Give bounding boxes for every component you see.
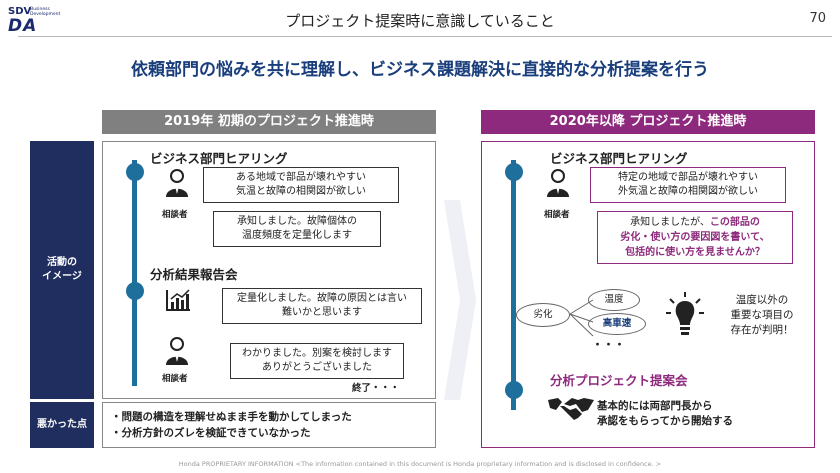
slide-subtitle: 依頼部門の悩みを共に理解し、ビジネス課題解決に直接的な分析提案を行う [131,60,709,80]
handshake-icon [548,398,594,420]
person-label: 相談者 [162,210,188,220]
factor-more-dots: ・・・ [592,338,625,351]
speech-bubble-request: ある地域で部品が壊れやすい 気温と故障の相関図が欲しい [203,167,399,203]
factor-oval-high-speed: 高車速 [588,313,646,335]
person-icon [166,169,188,197]
factor-oval-temperature: 温度 [588,289,640,311]
right-timeline [511,160,516,410]
speech-bubble-request: 特定の地域で部品が壊れやすい 外気温と故障の相関図が欲しい [590,167,786,203]
side-label-activity: 活動の イメージ [30,141,94,399]
proposal-highlight: 包括的に使い方を見ませんか？ [625,247,765,258]
logo-da: DA [8,16,38,36]
transition-arrow-icon [444,200,476,400]
page-number: 70 [809,11,826,26]
right-column-header: 2020年以降 プロジェクト推進時 [481,110,815,134]
factor-oval-deterioration: 劣化 [516,303,570,327]
proposal-highlight: この部品の [709,217,760,228]
right-timeline-dot-2 [505,381,523,399]
person-label: 相談者 [162,374,188,384]
company-logo: SDV Business Development DA [8,6,78,36]
logo-sdv: SDV [8,6,32,17]
speech-bubble-proposal: 承知しましたが、この部品の 劣化・使い方の要因図を書いて、 包括的に使い方を見ま… [597,211,793,264]
bad-points-box: ・問題の構造を理解せぬまま手を動かしてしまった ・分析方針のズレを検証できていな… [102,402,436,448]
footer-confidentiality: Honda PROPRIETARY INFORMATION <The infor… [178,460,662,468]
bad-point-item: ・分析方針のズレを検証できていなかった [111,427,311,439]
bar-chart-icon [166,289,190,311]
left-activity-frame [102,141,436,399]
closing-text: 基本的には両部門長から 承認をもらってから開始する [597,400,733,427]
speech-bubble-closing: わかりました。別案を検討します ありがとうございました [230,343,404,379]
person-icon [547,169,569,197]
end-label: 終了・・・ [352,383,400,394]
bad-point-item: ・問題の構造を理解せぬまま手を動かしてしまった [111,411,352,423]
title-divider [18,36,832,37]
person-icon [166,337,188,365]
speech-bubble-reply: 承知しました。故障個体の 温度頻度を定量化します [213,211,381,247]
left-section-report: 分析結果報告会 [150,267,238,282]
side-label-activity-text: 活動の イメージ [42,257,82,282]
page-title: プロジェクト提案時に意識していること [285,12,555,30]
right-activity-frame [481,141,815,448]
proposal-highlight: 劣化・使い方の要因図を書いて、 [620,232,770,243]
left-section-hearing: ビジネス部門ヒアリング [150,151,288,166]
right-section-hearing: ビジネス部門ヒアリング [550,151,688,166]
insight-text: 温度以外の 重要な項目の 存在が判明！ [730,294,794,336]
left-timeline-dot-2 [126,282,144,300]
right-timeline-dot-1 [505,163,523,181]
lightbulb-icon [666,292,704,335]
logo-business: Business Development [30,7,61,17]
side-label-bad-text: 悪かった点 [37,419,87,430]
right-section-proposal: 分析プロジェクト提案会 [550,373,688,388]
speech-bubble-report: 定量化しました。故障の原因とは言い 難いかと思います [222,288,422,324]
proposal-text: 承知しましたが、 [630,217,710,228]
side-label-bad: 悪かった点 [30,402,94,448]
person-label: 相談者 [544,210,570,220]
left-column-header: 2019年 初期のプロジェクト推進時 [102,110,436,134]
left-timeline [132,160,137,386]
left-timeline-dot-1 [126,163,144,181]
